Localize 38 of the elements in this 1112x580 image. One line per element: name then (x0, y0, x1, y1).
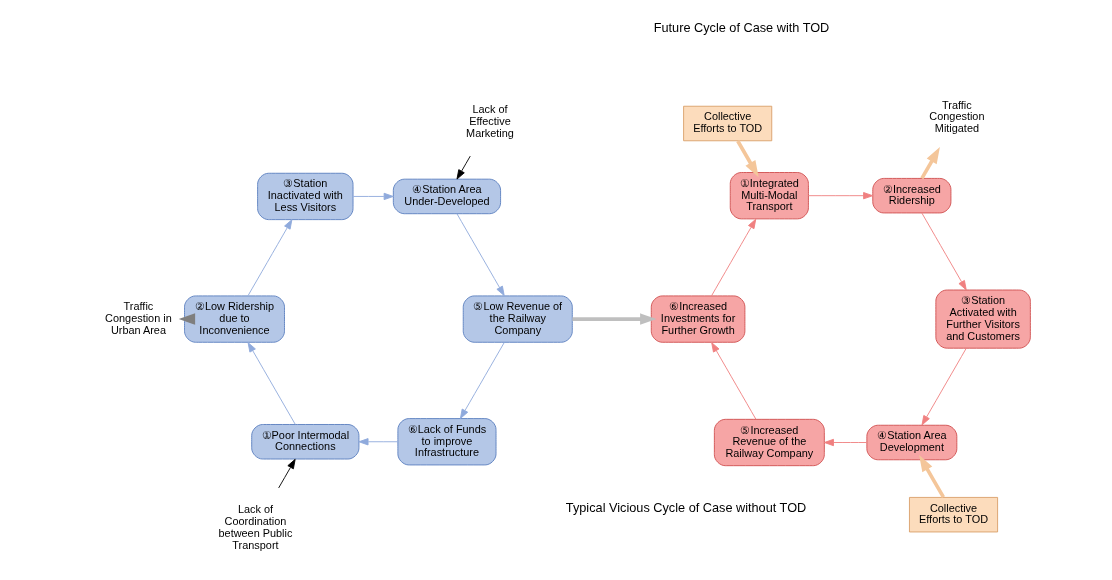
arrow (920, 147, 940, 180)
label: Typical Vicious Cycle of Case without TOD (565, 499, 807, 515)
node-box: Collective Efforts to TOD (909, 496, 999, 533)
node-box: ④Station Area Development (866, 424, 958, 461)
arrow (808, 192, 874, 200)
node-box: ⑥Lack of Funds to improve Infrastructure (397, 418, 497, 466)
arrow (247, 342, 296, 425)
node-box: ⑤Low Revenue of the Railway Company (462, 295, 573, 343)
arrow (459, 342, 505, 419)
arrow (711, 342, 757, 420)
node-box: ⑥Increased Investments for Further Growth (650, 295, 746, 343)
arrow (921, 212, 967, 291)
node-box: ③Station Activated with Further Visitors and Customers (935, 289, 1031, 349)
arrow (572, 313, 657, 325)
node-box: ②Increased Ridership (872, 177, 952, 214)
arrow (919, 455, 945, 499)
node-box: ③Station Inactivated with Less Visitors (257, 172, 354, 221)
arrow (456, 213, 505, 297)
node-text: Lack of Coordination between Public Transport (218, 503, 293, 551)
node-text: Traffic Congestion in Urban Area (105, 300, 172, 336)
arrow (247, 219, 293, 297)
arrow (358, 438, 399, 446)
label: Future Cycle of Case with TOD (653, 19, 830, 35)
arrow (921, 347, 967, 426)
arrow (278, 458, 296, 489)
arrow (352, 192, 394, 201)
node-box: ①Integrated Multi-Modal Transport (729, 172, 809, 220)
node-box: ①Poor Intermodal Connections (251, 424, 360, 460)
node-text: Traffic Congestion Mitigated (929, 98, 985, 135)
arrow (823, 438, 868, 447)
arrow (736, 140, 759, 178)
arrow (456, 155, 471, 180)
node-text: Lack of Effective Marketing (466, 102, 514, 139)
node-box: ⑤Increased Revenue of the Railway Company (713, 418, 825, 467)
node-box: Collective Efforts to TOD (683, 105, 773, 142)
node-box: ④Station Area Under-Developed (392, 178, 502, 215)
arrow (178, 313, 196, 325)
arrow (711, 218, 757, 297)
